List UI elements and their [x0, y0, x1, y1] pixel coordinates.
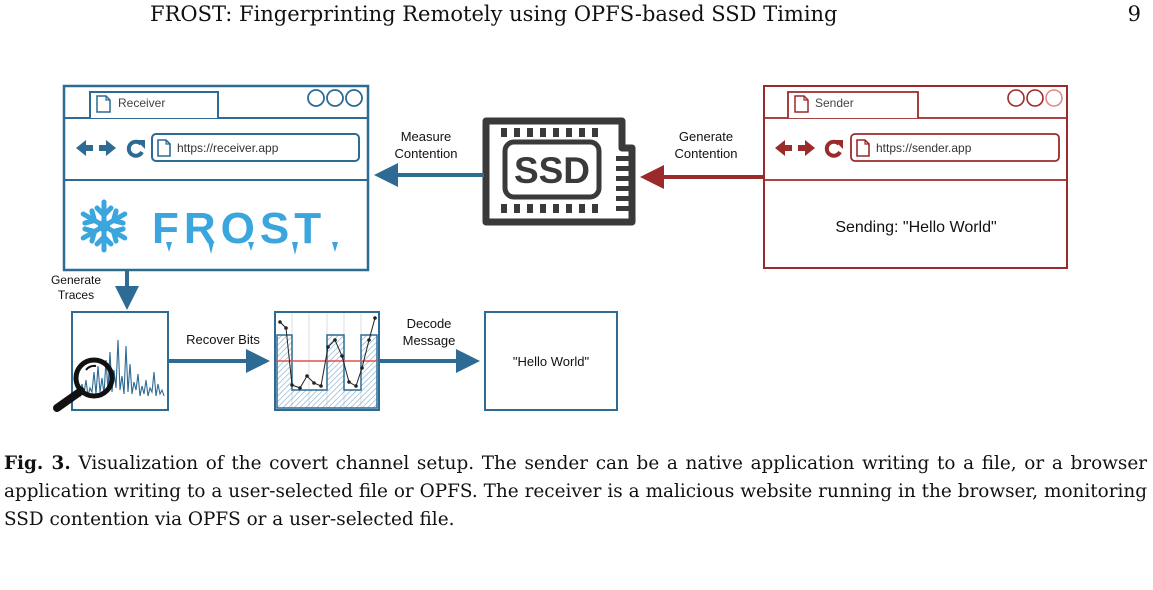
window-control-icon[interactable] — [1045, 89, 1063, 107]
sender-tab[interactable] — [787, 91, 919, 118]
sender-url: https://sender.app — [876, 141, 972, 155]
measure-contention-label-2: Contention — [395, 146, 458, 161]
window-control-icon[interactable] — [307, 89, 325, 107]
magnifier-icon — [53, 357, 115, 412]
generate-contention-label-1: Generate — [679, 129, 733, 144]
caption-text: Visualization of the covert channel setu… — [4, 453, 1147, 530]
reload-icon[interactable] — [126, 139, 145, 158]
receiver-url: https://receiver.app — [177, 141, 279, 155]
receiver-tab[interactable] — [89, 91, 219, 118]
ssd-chip-icon: SSD — [482, 117, 636, 226]
window-control-icon[interactable] — [1007, 89, 1025, 107]
receiver-address-bar[interactable] — [151, 133, 360, 162]
window-control-icon[interactable] — [326, 89, 344, 107]
icicle-drips — [166, 242, 338, 255]
decoded-message-text: "Hello World" — [513, 354, 590, 369]
bits-plot — [274, 311, 380, 411]
caption-label: Fig. 3. — [4, 453, 71, 474]
decode-message-label-1: Decode — [407, 316, 452, 331]
back-arrow-icon[interactable] — [76, 140, 93, 156]
sample-points — [278, 316, 377, 390]
generate-contention-label-2: Contention — [675, 146, 738, 161]
covert-channel-figure: Receiver https://receiver.app FROST — [51, 84, 1068, 412]
sender-status-text: Sending: "Hello World" — [835, 219, 996, 236]
trace-box — [53, 311, 169, 412]
page-number: 9 — [1127, 2, 1141, 26]
ssd-label: SSD — [514, 150, 590, 191]
window-control-icon[interactable] — [345, 89, 363, 107]
receiver-url-document-icon — [157, 139, 171, 157]
back-arrow-icon[interactable] — [775, 140, 792, 156]
generate-traces-label-1: Generate — [51, 273, 101, 287]
sender-tab-document-icon — [794, 95, 809, 113]
running-title: FROST: Fingerprinting Remotely using OPF… — [150, 2, 838, 26]
reload-icon[interactable] — [824, 139, 843, 158]
sender-tab-label: Sender — [815, 96, 854, 110]
recover-bits-label: Recover Bits — [186, 332, 260, 347]
decoded-message-box — [484, 311, 618, 411]
trace-waveform — [75, 339, 165, 399]
sender-address-bar[interactable] — [850, 133, 1060, 162]
receiver-browser-window: Receiver https://receiver.app FROST — [62, 84, 370, 272]
decode-message-label-2: Message — [403, 333, 456, 348]
measure-contention-label-1: Measure — [401, 129, 452, 144]
receiver-tab-label: Receiver — [118, 96, 165, 110]
page-header: FROST: Fingerprinting Remotely using OPF… — [0, 0, 1153, 40]
sender-browser-window: Sender https://sender.app Sending: "Hell… — [763, 85, 1068, 269]
receiver-tab-document-icon — [96, 95, 111, 113]
figure-caption: Fig. 3. Visualization of the covert chan… — [4, 450, 1147, 534]
window-control-icon[interactable] — [1026, 89, 1044, 107]
forward-arrow-icon[interactable] — [798, 140, 815, 156]
frost-logo-text: FROST — [152, 204, 326, 253]
generate-traces-label-2: Traces — [58, 288, 94, 302]
forward-arrow-icon[interactable] — [99, 140, 116, 156]
bits-step-area — [276, 334, 378, 409]
snowflake-icon — [80, 199, 128, 253]
sender-url-document-icon — [856, 139, 870, 157]
